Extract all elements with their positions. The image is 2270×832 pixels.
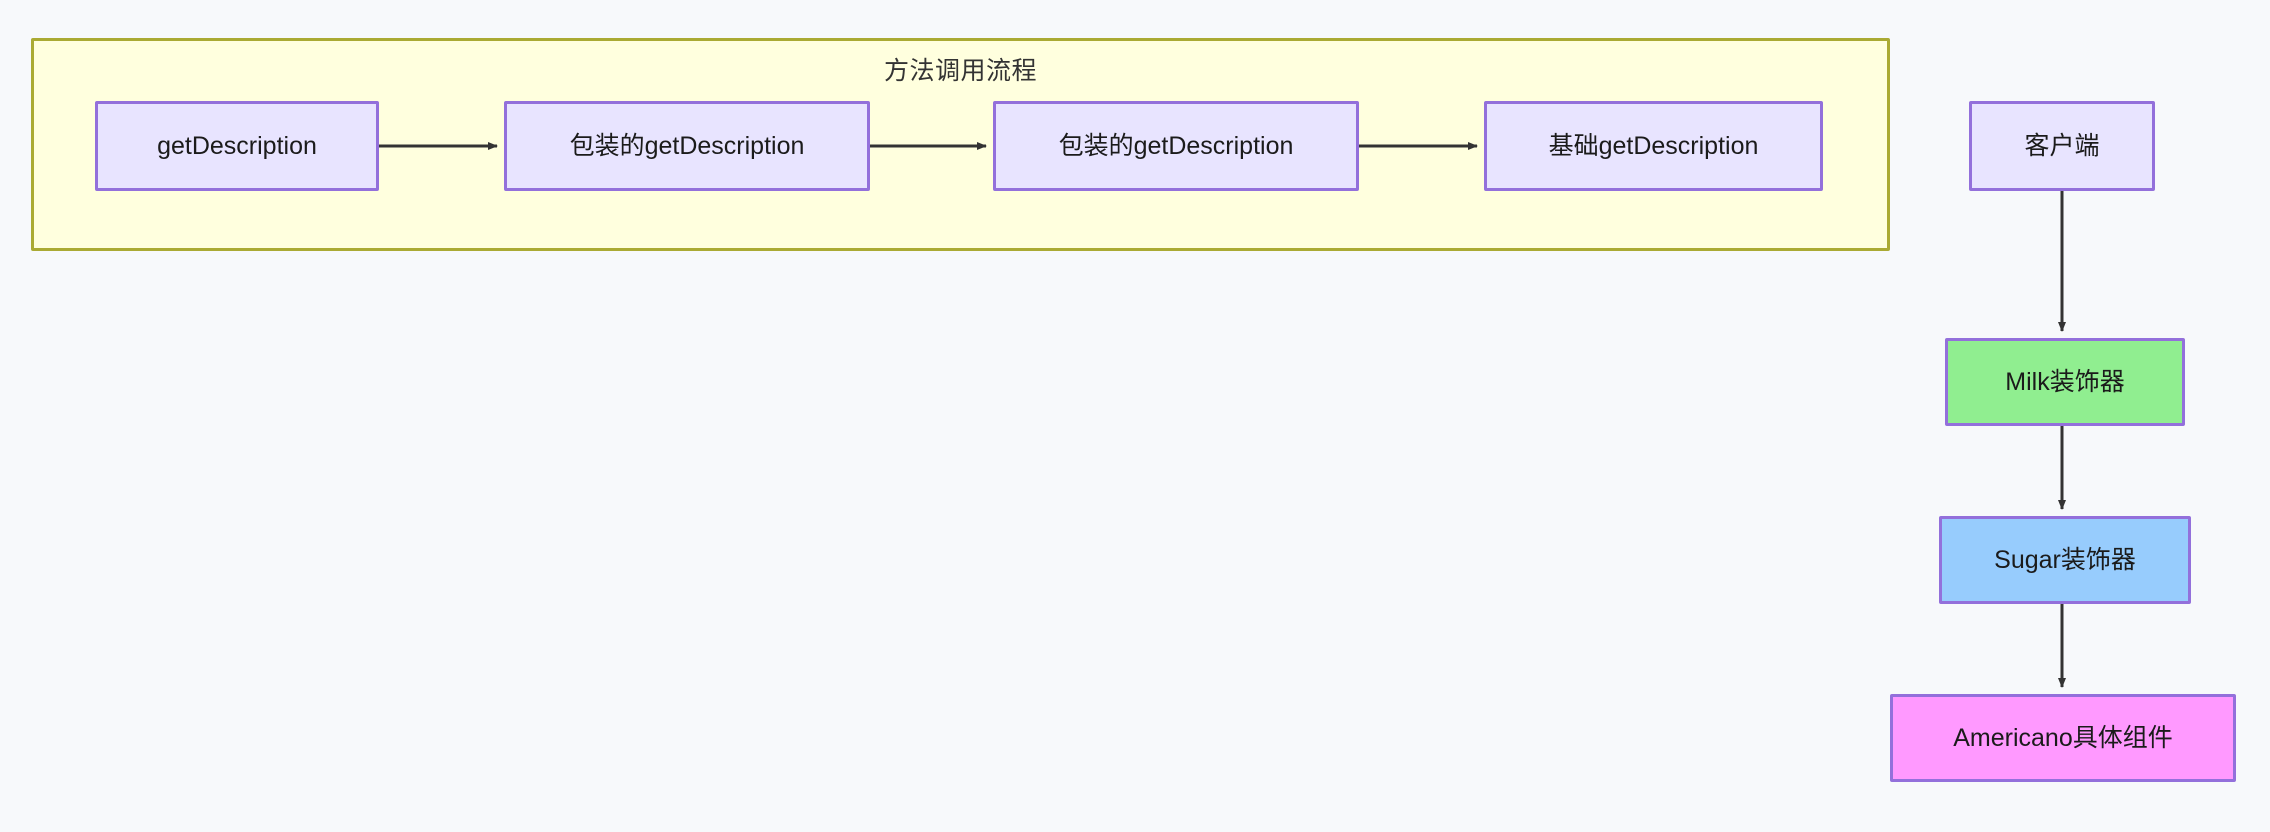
node-wrapped-get-description-1[interactable]: 包装的getDescription (504, 101, 870, 191)
subgraph-title: 方法调用流程 (883, 57, 1037, 85)
node-base-get-description[interactable]: 基础getDescription (1484, 101, 1823, 191)
node-milk-decorator[interactable]: Milk装饰器 (1945, 338, 2185, 426)
node-sugar-decorator[interactable]: Sugar装饰器 (1939, 516, 2191, 604)
node-get-description[interactable]: getDescription (95, 101, 379, 191)
node-label: 基础getDescription (1548, 132, 1759, 160)
node-label: 包装的getDescription (1058, 132, 1294, 160)
node-americano-concrete-component[interactable]: Americano具体组件 (1890, 694, 2236, 782)
node-wrapped-get-description-2[interactable]: 包装的getDescription (993, 101, 1359, 191)
node-label: Milk装饰器 (2005, 368, 2125, 396)
node-label: 包装的getDescription (569, 132, 805, 160)
node-label: getDescription (157, 132, 317, 160)
node-label: 客户端 (2024, 132, 2100, 160)
node-label: Sugar装饰器 (1994, 546, 2136, 574)
node-label: Americano具体组件 (1953, 724, 2173, 752)
node-client[interactable]: 客户端 (1969, 101, 2155, 191)
